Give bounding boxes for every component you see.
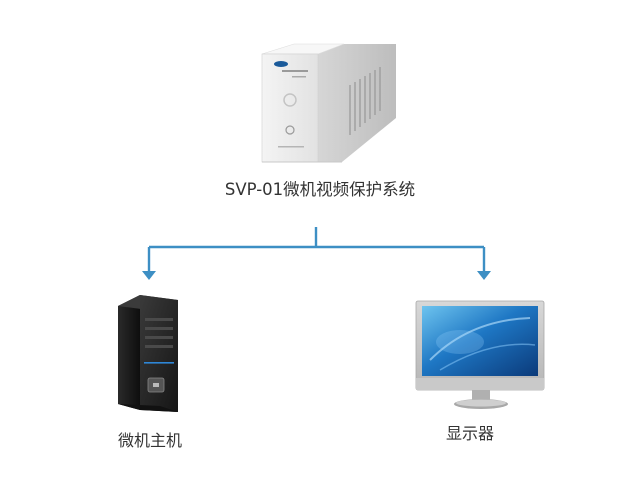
arrow-to-monitor-icon <box>477 271 491 280</box>
monitor-image <box>415 300 545 409</box>
svp-device-image <box>261 43 396 163</box>
svp-device-label: SVP-01微机视频保护系统 <box>224 180 416 199</box>
monitor-label: 显示器 <box>445 424 494 443</box>
emblem-icon <box>283 93 297 107</box>
computer-tower-image <box>118 295 178 412</box>
arrow-to-computer-icon <box>142 271 156 280</box>
brand-logo-icon <box>274 61 288 67</box>
connector-lines <box>147 227 486 272</box>
computer-label: 微机主机 <box>117 431 182 450</box>
power-icon <box>285 125 295 135</box>
